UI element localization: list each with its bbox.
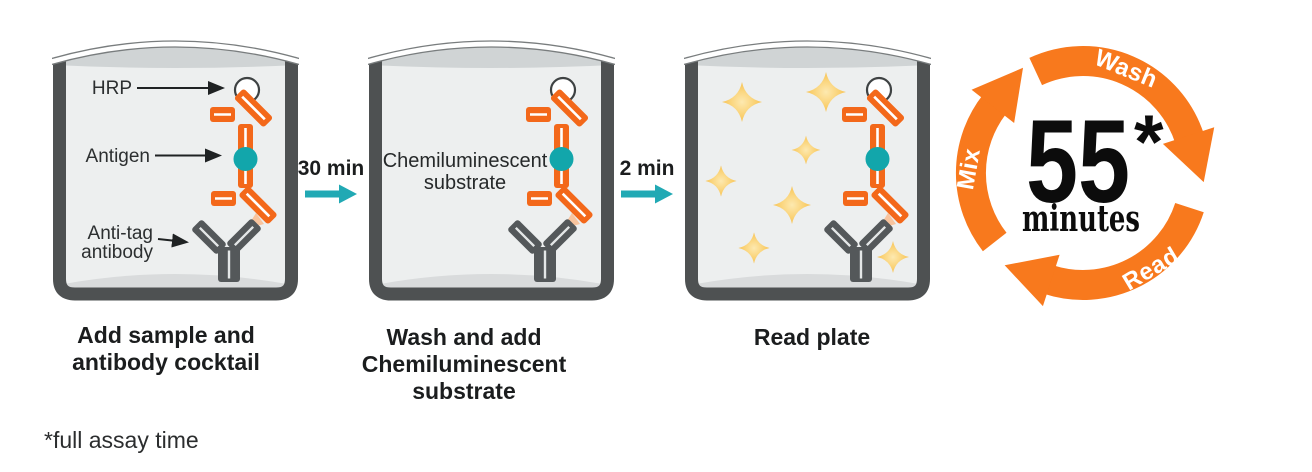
total-time-unit: minutes [1022, 198, 1140, 240]
cycle-arrowhead-icon [971, 67, 1024, 123]
caption-line: Add sample and [77, 322, 255, 348]
caption-line: antibody cocktail [72, 349, 260, 375]
caption-step1: Add sample and antibody cocktail [32, 322, 300, 376]
beaker-step1: HRP Antigen Anti-tag antibody [52, 32, 299, 304]
beaker-step3 [684, 32, 931, 304]
step-transition-2: 2 min [605, 157, 689, 204]
substrate-label-line2: substrate [424, 172, 506, 194]
step-duration-label: 30 min [297, 157, 365, 180]
anti-tag-label-line1: Anti-tag [88, 223, 153, 244]
cycle-label-wash: Wash [1091, 44, 1161, 93]
flow-arrow-icon [305, 184, 357, 204]
cycle-arrowhead-icon [1162, 127, 1215, 183]
cycle-arrowhead-icon [1004, 254, 1060, 307]
anti-tag-label-line2: antibody [81, 242, 153, 263]
caption-line: Chemiluminescent [361, 351, 567, 377]
total-time-value: 55 [1026, 96, 1130, 228]
beaker-step2: Chemiluminescent substrate [368, 32, 615, 304]
step-duration-label: 2 min [619, 157, 675, 180]
caption-line: substrate [412, 378, 516, 404]
caption-step2: Wash and add Chemiluminescent substrate [330, 324, 598, 405]
cycle-arc-mix: Mix [952, 67, 1024, 252]
caption-step3: Read plate [678, 324, 946, 351]
footnote: *full assay time [44, 427, 199, 453]
substrate-label-line1: Chemiluminescent [383, 150, 548, 172]
caption-line: Wash and add [386, 324, 542, 350]
flow-arrow-icon [621, 184, 673, 204]
anti-tag-pointer-arrow-icon [157, 233, 189, 248]
step-transition-1: 30 min [289, 157, 373, 204]
assay-cycle-badge: Wash Read Mix 55 * minutes [952, 44, 1215, 307]
antigen-label: Antigen [86, 146, 150, 167]
total-time-asterisk: * [1134, 100, 1164, 185]
hrp-label: HRP [92, 78, 132, 99]
caption-line: Read plate [753, 324, 871, 350]
